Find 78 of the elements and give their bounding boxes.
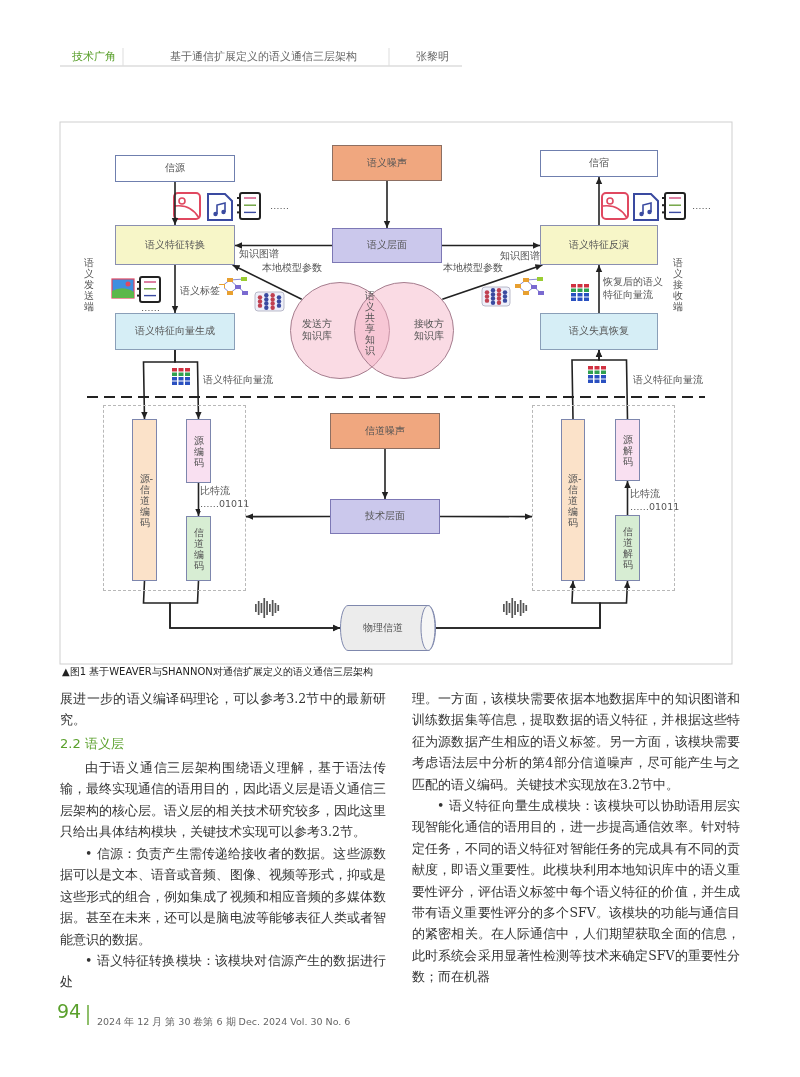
edge-label: 本地模型参数	[443, 262, 505, 275]
node-label: 语义特征向量生成	[135, 325, 215, 338]
node-label: 技术层面	[365, 510, 405, 523]
body-paragraph: • 语义特征向量生成模块：该模块可以协助语用层实现智能化通信的语用目的，进一步提高通信效率。针对特定任务，不同的语义特征对智能任务的完成具有不同的贡献度，即语义重要性。此模块利用本地知识库中的语义重要性评分，评估语义标签中每个语义特征的价值，并生成带有语义重要性评分的多个SFV。该模块的功能与通信目的紧密相关。在人际通信中，人们期望获取全面的信息，此时系统会采用显著性检测等技术来确定SFV的重要性分数；而在机器	[412, 797, 740, 987]
source-box	[115, 155, 235, 182]
coding-bar	[186, 516, 211, 581]
side-label: 语义接收端	[673, 257, 683, 312]
arrow	[234, 242, 333, 249]
module-box	[115, 313, 235, 350]
edge-label: 比特流 ……01011	[200, 485, 250, 511]
running-title: 基于通信扩展定义的语义通信三层架构	[170, 50, 357, 64]
module-box	[540, 225, 658, 265]
arrow	[595, 264, 603, 314]
edge-label: 本地模型参数	[262, 262, 324, 275]
issue-info: 2024 年 12 月 第 30 卷第 6 期 Dec. 2024 Vol. 30 No. 6	[97, 1016, 351, 1028]
arrow	[195, 482, 202, 517]
figure-caption: ▲图1 基于WEAVER与SHANNON对通信扩展定义的语义通信三层架构	[62, 666, 373, 678]
node-label: 语义特征转换	[145, 238, 205, 252]
module-box	[540, 313, 658, 350]
node-label: 语义特征反演	[569, 238, 629, 252]
noise-box	[330, 413, 440, 449]
arrow	[174, 349, 202, 420]
node-label: 信道编码	[193, 526, 204, 571]
node-label: 信道噪声	[365, 424, 405, 438]
shared-knowledge-label: 语义共享知识	[361, 290, 379, 370]
node-label: 信源	[165, 162, 185, 175]
body-paragraph: • 语义特征转换模块：该模块对信源产生的数据进行处	[60, 952, 386, 992]
ellipsis-mark: ……	[141, 302, 160, 314]
layer-box	[330, 499, 440, 534]
node-label: 信道解码	[622, 526, 633, 570]
annotation-text: 知识图谱	[500, 250, 540, 262]
coding-bar	[132, 419, 157, 581]
coding-bar	[186, 419, 211, 483]
body-paragraph: • 信源：负责产生需传递给接收者的数据。这些源数据可以是文本、语音或音频、图像、视频等形式，抑或是这些形式的组合，例如集成了视频和相应音频的多媒体数据。甚至在未来，还可以是脑电波等能够表征人类或者智能意识的数据。	[60, 845, 386, 949]
arrow	[441, 242, 541, 249]
annotation-text: 知识图谱	[239, 248, 279, 260]
node-label: 源编码	[193, 434, 204, 468]
arrow	[245, 513, 331, 520]
body-paragraph: 理。一方面，该模块需要依据本地数据库中的知识图谱和训练数据集等信息，提取数据的语义特征，并根据这些特征为源数据产生相应的语义标签。另一方面，该模块需要考虑语法层中分析的第4部分信道噪声，尽可能产生与之匹配的语义编码。关键技术实现放在3.2节中。	[412, 690, 740, 794]
ellipsis-mark: ……	[692, 200, 711, 212]
arrow	[441, 264, 544, 301]
body-paragraph: 由于语义通信三层架构围绕语义理解，基于语法传输，最终实现通信的语用目的，因此语义层是语义通信三层架构的核心层。语义层的相关技术研究较多，因此这里只给出具体结构模块，关键技术实现可以参考3.2节。	[60, 759, 386, 842]
body-paragraph: 展进一步的语义编译码理论，可以参考3.2节中的最新研究。	[60, 690, 386, 730]
author-name: 张黎明	[416, 50, 449, 64]
arrow	[171, 264, 179, 314]
node-label: 语义层面	[367, 239, 407, 252]
annotation-text: 语义特征向量流	[633, 374, 703, 386]
arrow	[171, 181, 179, 226]
layer-box	[332, 228, 442, 263]
page-number: 94	[57, 1000, 82, 1023]
node-label: 物理信道	[363, 621, 403, 635]
edge-label: 恢复后的语义特征向量流	[603, 276, 663, 302]
arrow	[595, 349, 629, 420]
side-label: 语义发送端	[84, 257, 94, 312]
node-label: 语义噪声	[367, 156, 407, 170]
node-label: 源解码	[622, 433, 633, 467]
arrow	[595, 176, 603, 226]
arrow	[231, 264, 303, 301]
annotation-text: 语义特征向量流	[203, 374, 273, 386]
node-label: 信宿	[589, 157, 609, 170]
arrow	[383, 180, 391, 229]
module-box	[115, 225, 235, 265]
noise-box	[332, 145, 442, 181]
arrow	[381, 448, 389, 500]
coding-bar	[615, 515, 640, 581]
ellipsis-mark: ……	[270, 200, 289, 212]
node-label: 语义失真恢复	[569, 325, 629, 338]
arrow	[439, 513, 533, 520]
coding-bar	[615, 419, 640, 481]
node-label: 发送方知识库	[301, 318, 333, 343]
arrow	[624, 480, 631, 516]
sink-box	[540, 150, 658, 177]
section-tag: 技术广角	[72, 50, 116, 64]
coding-bar	[561, 419, 585, 581]
arrow	[435, 580, 631, 629]
edge-label: 语义标签	[180, 285, 224, 298]
section-heading: 2.2 语义层	[60, 736, 124, 752]
node-label: 接收方知识库	[413, 318, 445, 343]
